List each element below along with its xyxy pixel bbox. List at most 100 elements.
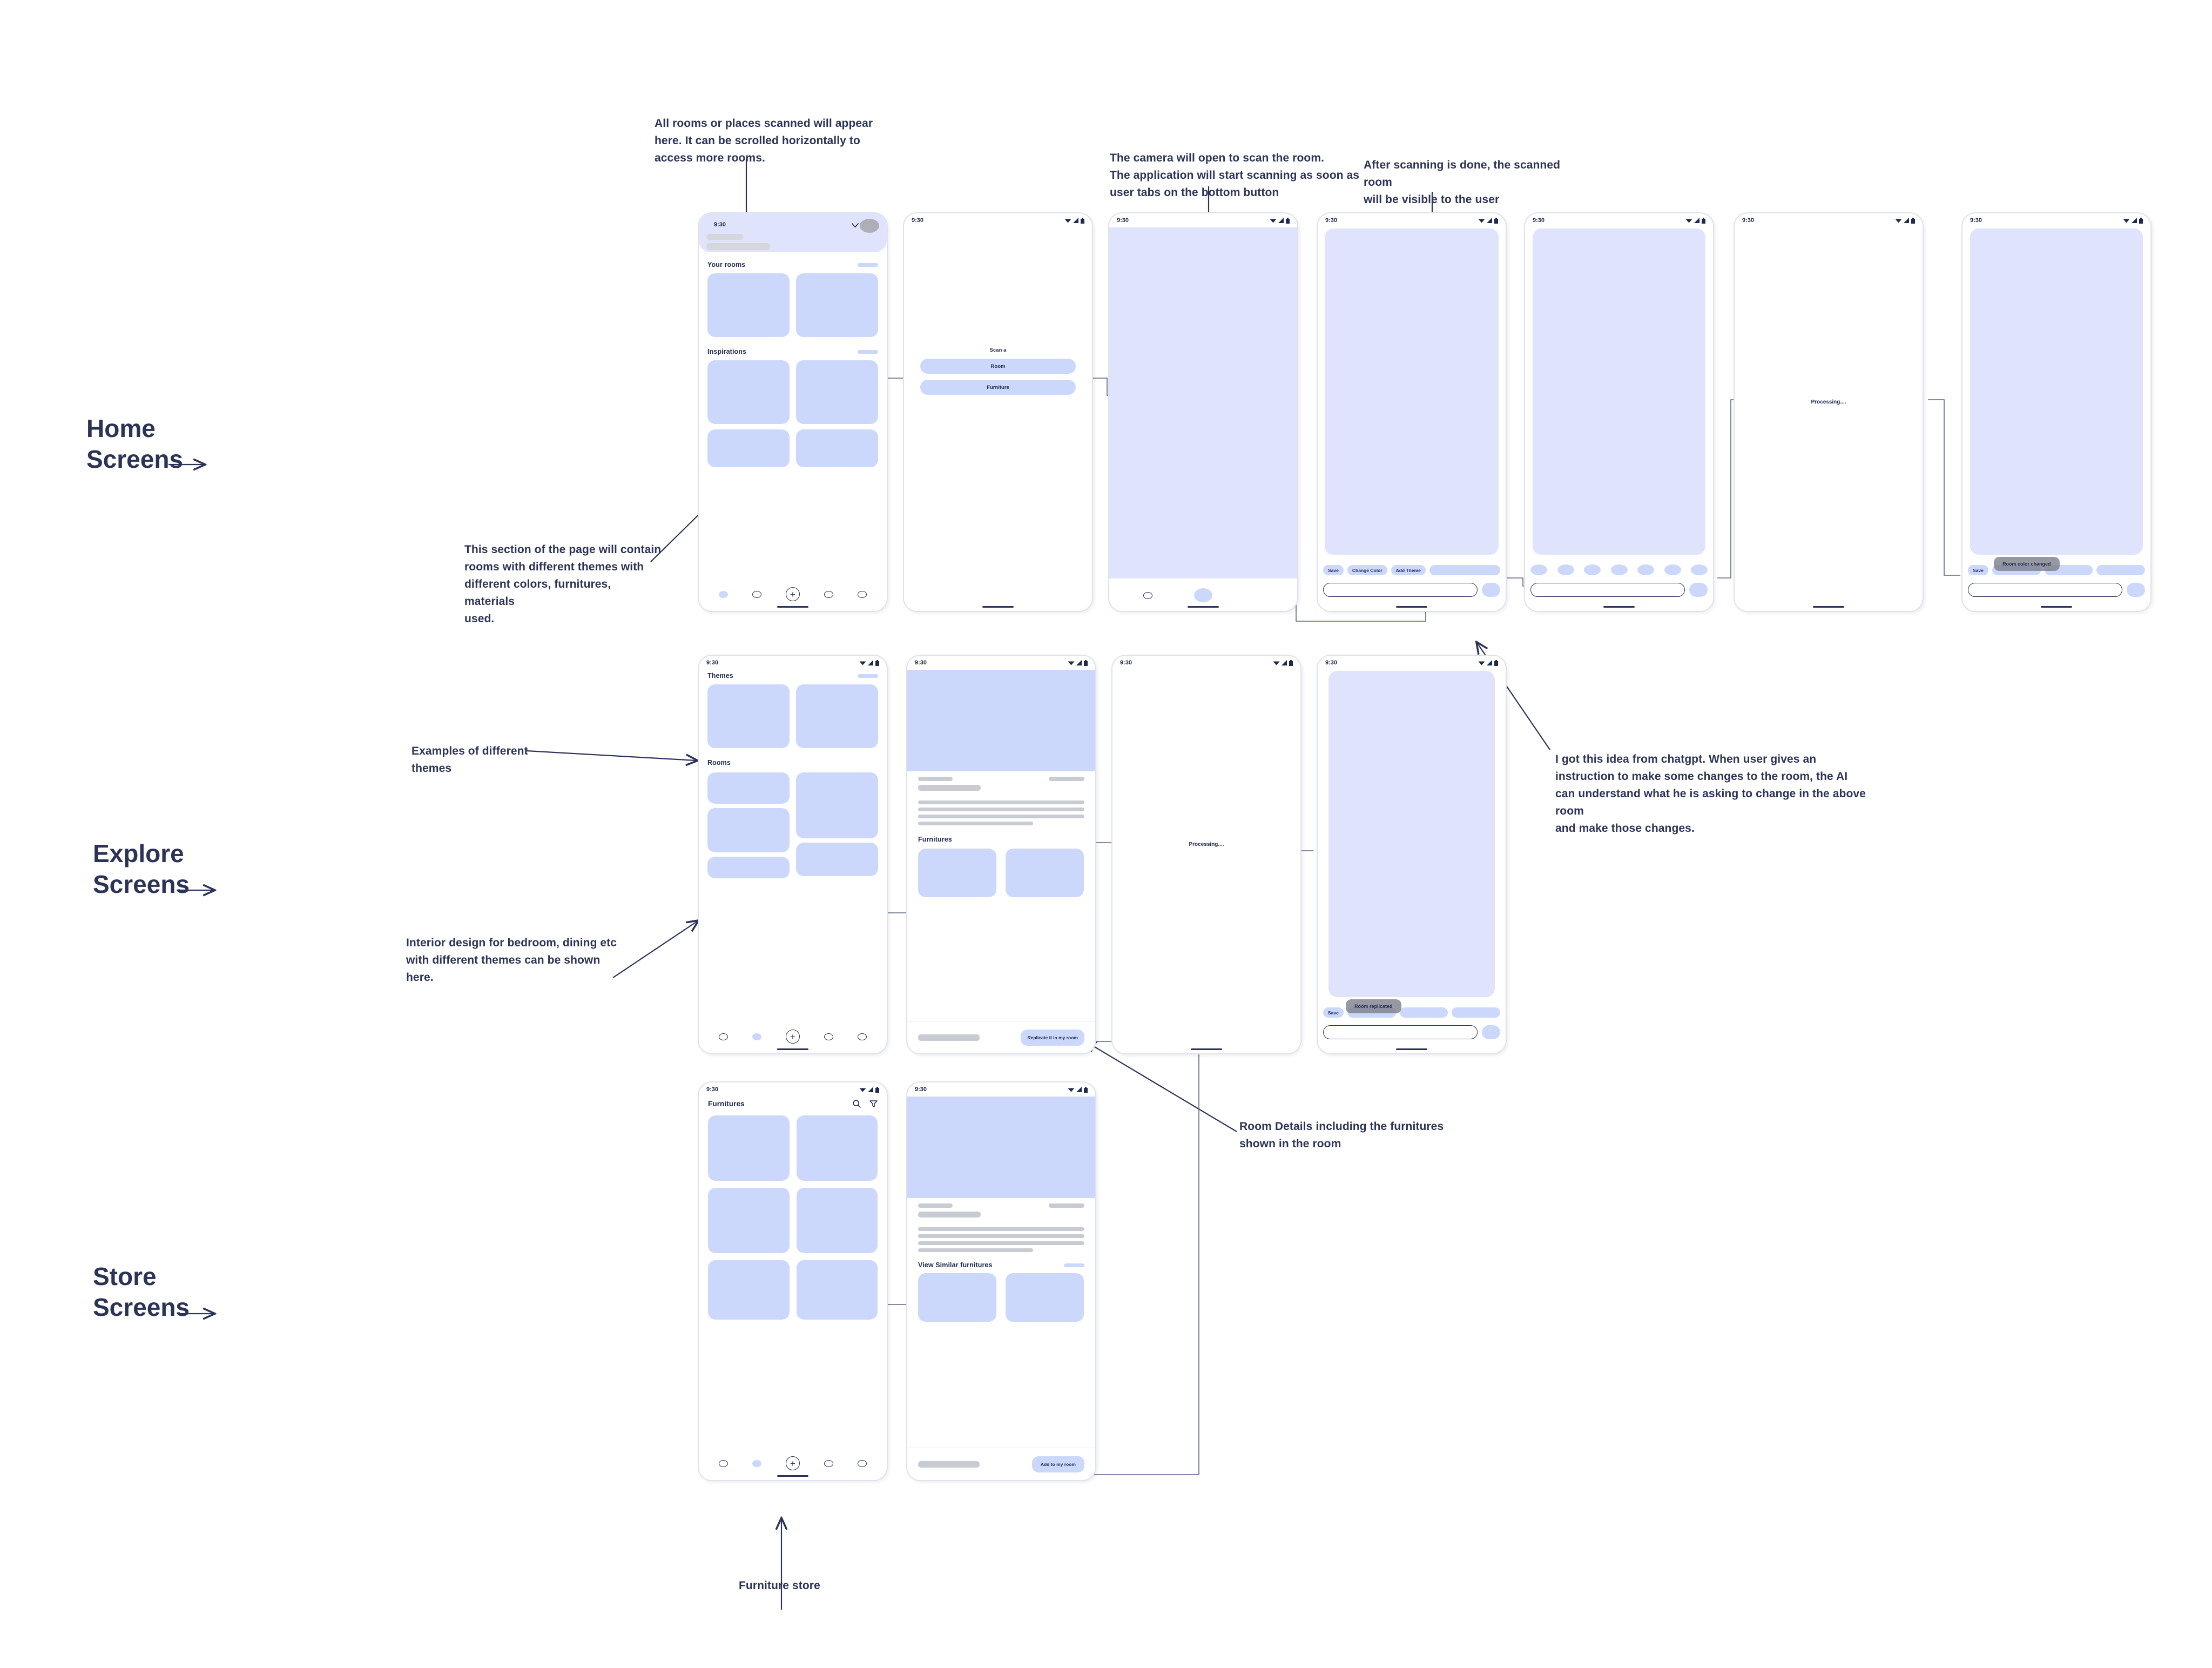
scan-room-button[interactable]: Room — [920, 359, 1076, 374]
nav-item-profile[interactable] — [858, 1460, 867, 1467]
inspiration-card[interactable] — [796, 360, 878, 424]
ai-prompt-input[interactable] — [1968, 583, 2122, 597]
status-time: 9:30 — [1325, 660, 1338, 666]
send-button[interactable] — [1482, 583, 1500, 597]
room-preview[interactable] — [1533, 228, 1705, 555]
room-card[interactable] — [796, 772, 878, 838]
nav-add-button[interactable]: + — [785, 1030, 800, 1044]
change-color-button[interactable]: Change Color — [1347, 565, 1387, 575]
nav-item-explore[interactable] — [752, 1033, 761, 1040]
send-button[interactable] — [1689, 583, 1708, 597]
scan-furniture-button[interactable]: Furniture — [920, 380, 1076, 395]
send-button[interactable] — [2127, 583, 2145, 597]
furniture-title-placeholder — [918, 1203, 953, 1208]
home-indicator — [1396, 1048, 1427, 1050]
search-icon[interactable] — [853, 1100, 861, 1108]
color-swatch[interactable] — [1691, 564, 1708, 575]
nav-item-explore[interactable] — [752, 590, 761, 598]
add-theme-button[interactable] — [1399, 1007, 1448, 1018]
camera-gallery-button[interactable] — [1143, 591, 1152, 599]
status-bar: 9:30 — [1112, 656, 1300, 670]
furniture-card[interactable] — [708, 1260, 790, 1320]
furniture-card[interactable] — [708, 1188, 790, 1253]
more-actions-button[interactable] — [1429, 565, 1500, 575]
camera-shutter-button[interactable] — [1193, 588, 1212, 602]
screen-room-color-changed: 9:30 Save Room color changed — [1963, 213, 2150, 611]
inspirations-see-all[interactable] — [858, 349, 878, 354]
inspiration-card[interactable] — [796, 429, 878, 467]
ai-prompt-input[interactable] — [1530, 583, 1685, 597]
nav-item-profile[interactable] — [858, 1033, 867, 1040]
scanned-room-preview[interactable] — [1325, 228, 1499, 555]
furniture-card[interactable] — [1005, 849, 1084, 897]
theme-card[interactable] — [796, 684, 878, 748]
room-card[interactable] — [796, 843, 878, 876]
nav-item-home[interactable] — [718, 1033, 728, 1040]
room-card[interactable] — [796, 273, 878, 337]
color-swatch[interactable] — [1637, 564, 1654, 575]
add-theme-button[interactable]: Add Theme — [1391, 565, 1426, 575]
color-swatch[interactable] — [1584, 564, 1601, 575]
nav-item-explore[interactable] — [752, 1460, 761, 1467]
ai-prompt-input[interactable] — [1323, 1025, 1478, 1039]
status-time: 9:30 — [1117, 217, 1129, 224]
color-swatch[interactable] — [1664, 564, 1681, 575]
phone-scan-choice: 9:30 Scan a Room Furniture — [903, 212, 1093, 612]
replicate-in-my-room-button[interactable]: Replicate it in my room — [1021, 1029, 1084, 1046]
save-button[interactable]: Save — [1968, 565, 1988, 575]
room-card[interactable] — [707, 273, 790, 337]
themes-see-all[interactable] — [858, 674, 878, 678]
furniture-card[interactable] — [708, 1115, 790, 1181]
color-swatch[interactable] — [1557, 564, 1574, 575]
header-placeholder-line-1 — [706, 234, 743, 240]
nav-item-store[interactable] — [824, 1460, 834, 1467]
nav-item-store[interactable] — [824, 1033, 834, 1040]
inspiration-card[interactable] — [707, 360, 790, 424]
more-actions-button[interactable] — [1452, 1007, 1501, 1018]
wifi-icon — [1478, 219, 1485, 223]
save-button[interactable]: Save — [1323, 1007, 1344, 1018]
signal-icon — [1073, 218, 1078, 223]
nav-add-button[interactable]: + — [785, 587, 800, 601]
similar-furniture-card[interactable] — [918, 1273, 996, 1322]
battery-icon — [875, 1086, 879, 1093]
color-swatch[interactable] — [1610, 564, 1628, 575]
furniture-hero-image[interactable] — [907, 1097, 1095, 1198]
avatar[interactable] — [860, 219, 879, 233]
room-card[interactable] — [707, 808, 790, 852]
camera-viewfinder[interactable] — [1109, 227, 1297, 579]
theme-card[interactable] — [707, 684, 790, 748]
room-card[interactable] — [707, 772, 790, 804]
nav-item-home[interactable] — [718, 1460, 728, 1467]
room-preview[interactable] — [1328, 671, 1495, 997]
furniture-card[interactable] — [796, 1115, 878, 1181]
add-to-my-room-button[interactable]: Add to my room — [1031, 1456, 1084, 1472]
room-hero-image[interactable] — [907, 670, 1095, 771]
room-preview[interactable] — [1970, 228, 2143, 555]
filter-icon[interactable] — [869, 1100, 878, 1108]
room-card[interactable] — [707, 857, 790, 878]
similar-furniture-card[interactable] — [1005, 1273, 1084, 1322]
more-actions-button[interactable] — [2096, 565, 2146, 575]
battery-icon — [1286, 217, 1290, 224]
phone-processing-home: 9:30 Processing.... — [1734, 212, 1924, 612]
furniture-card[interactable] — [796, 1260, 878, 1320]
furniture-card[interactable] — [918, 849, 996, 897]
view-similar-see-all[interactable] — [1064, 1263, 1084, 1267]
nav-item-profile[interactable] — [858, 590, 867, 598]
status-time: 9:30 — [912, 217, 924, 224]
room-action-toolbar: Save Change Color Add Theme — [1318, 565, 1506, 575]
nav-add-button[interactable]: + — [785, 1456, 800, 1470]
battery-icon — [1084, 1086, 1088, 1093]
furniture-card[interactable] — [796, 1188, 878, 1253]
send-button[interactable] — [1482, 1025, 1500, 1039]
ai-prompt-input[interactable] — [1323, 583, 1478, 597]
processing-label: Processing.... — [1189, 842, 1224, 848]
nav-item-home[interactable] — [718, 590, 728, 598]
nav-item-store[interactable] — [824, 590, 834, 598]
save-button[interactable]: Save — [1323, 565, 1344, 575]
your-rooms-see-all[interactable] — [858, 263, 878, 267]
furniture-rating-placeholder — [1049, 1203, 1084, 1208]
color-swatch[interactable] — [1530, 564, 1547, 575]
inspiration-card[interactable] — [707, 429, 790, 467]
